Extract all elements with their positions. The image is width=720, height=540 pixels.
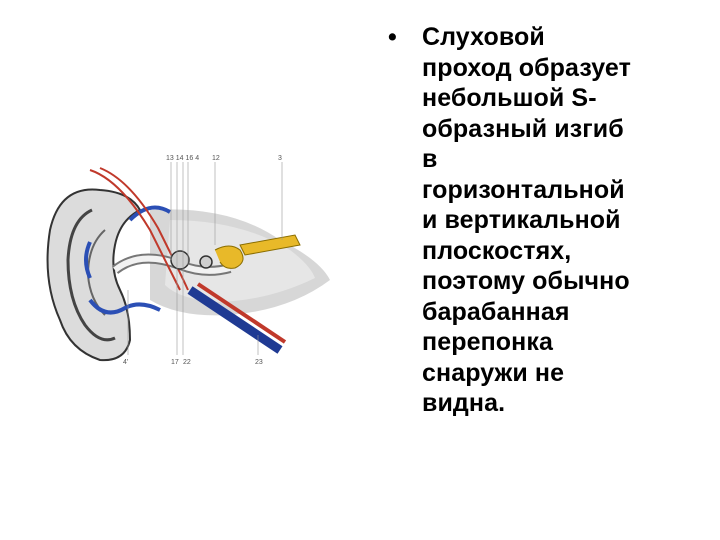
ear-cross-section-drawing: 13 14 16 4 12 3 4' 17 22 23 bbox=[30, 150, 348, 370]
bullet-item: • Слуховой проход образует небольшой S- … bbox=[388, 22, 708, 419]
label-top-group: 13 14 16 4 bbox=[166, 155, 199, 162]
text-line: перепонка bbox=[422, 328, 553, 356]
label-3: 3 bbox=[278, 155, 282, 162]
text-line: снаружи не bbox=[422, 358, 565, 387]
bullet-text: Слуховой проход образует небольшой S- об… bbox=[422, 22, 631, 419]
text-line: Слуховой bbox=[422, 23, 545, 51]
label-17: 17 bbox=[171, 359, 179, 366]
text-line: образный изгиб bbox=[422, 114, 624, 143]
text-line: поэтому обычно bbox=[422, 267, 630, 295]
text-line: в bbox=[422, 145, 438, 173]
text-line: плоскостях, bbox=[422, 236, 572, 265]
text-line: небольшой S- bbox=[422, 84, 597, 112]
label-4prime: 4' bbox=[123, 359, 128, 366]
label-23: 23 bbox=[255, 359, 263, 366]
label-22: 22 bbox=[183, 359, 191, 366]
text-line: видна. bbox=[422, 389, 506, 417]
bullet-marker: • bbox=[388, 23, 397, 51]
ear-anatomy-illustration: 13 14 16 4 12 3 4' 17 22 23 bbox=[30, 150, 348, 370]
text-line: проход образует bbox=[422, 53, 631, 82]
label-12: 12 bbox=[212, 155, 220, 162]
text-line: и вертикальной bbox=[422, 206, 621, 234]
text-line: барабанная bbox=[422, 297, 570, 326]
slide-text: • Слуховой проход образует небольшой S- … bbox=[388, 22, 708, 419]
text-line: горизонтальной bbox=[422, 175, 625, 204]
